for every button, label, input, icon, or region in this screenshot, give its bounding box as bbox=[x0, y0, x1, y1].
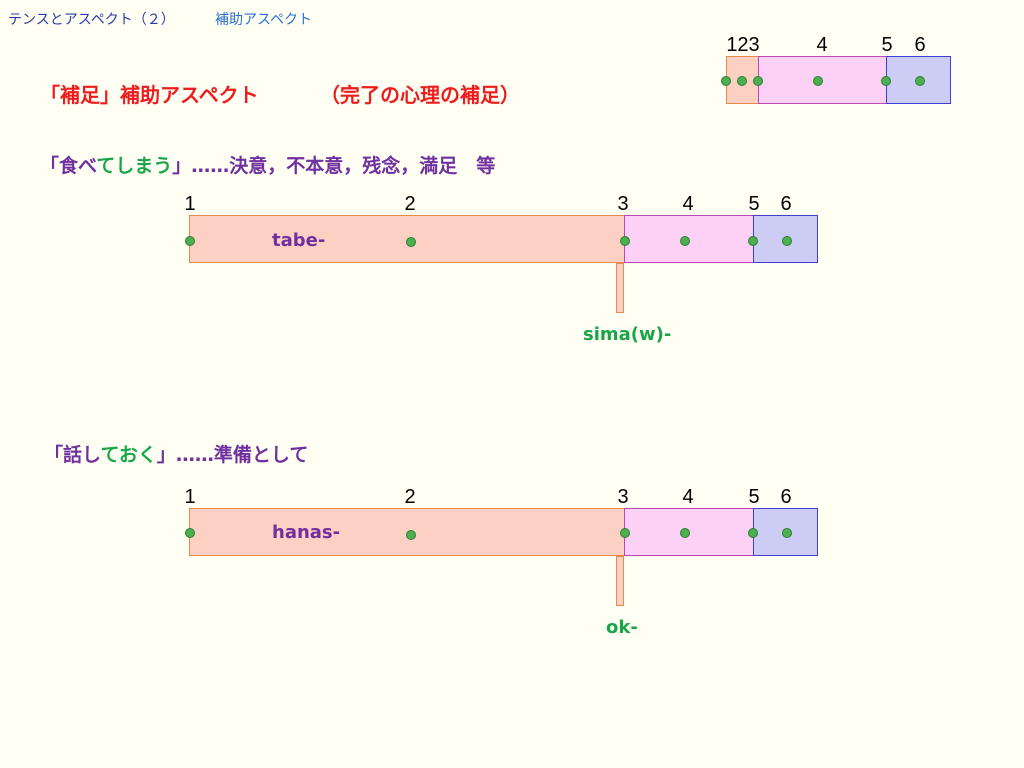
example1-meaning: 」……決意，不本意，残念，満足 等 bbox=[172, 155, 496, 177]
timeline1-point-6 bbox=[782, 236, 792, 246]
mini-point-5 bbox=[881, 76, 891, 86]
example2-verb: 話し bbox=[63, 444, 101, 466]
timeline1-number-3: 3 bbox=[617, 193, 629, 215]
timeline1-number-1: 1 bbox=[184, 193, 196, 215]
timeline1-aux-label: sima(w)- bbox=[583, 324, 672, 345]
example1-open-bracket: 「 bbox=[40, 155, 60, 177]
timeline1-point-4 bbox=[680, 236, 690, 246]
timeline2-point-4 bbox=[680, 528, 690, 538]
timeline1-point-3 bbox=[620, 236, 630, 246]
section-title: 「補足」補助アスペクト bbox=[40, 83, 259, 107]
slide-header-title: テンスとアスペクト（２） bbox=[8, 12, 175, 28]
mini-point-6 bbox=[915, 76, 925, 86]
timeline2-verb-label: hanas- bbox=[272, 522, 341, 543]
timeline2-point-1 bbox=[185, 528, 195, 538]
mini-number-6: 6 bbox=[914, 34, 926, 56]
timeline1-number-2: 2 bbox=[404, 193, 416, 215]
example1-verb: 食べ bbox=[59, 155, 97, 177]
section-note: （完了の心理の補足） bbox=[320, 83, 520, 107]
timeline1-aux-stem bbox=[616, 263, 624, 313]
example1-aux: てしまう bbox=[96, 155, 173, 177]
mini-point-3 bbox=[753, 76, 763, 86]
example2-meaning: 」……準備として bbox=[156, 444, 309, 466]
timeline2-point-5 bbox=[748, 528, 758, 538]
mini-point-1 bbox=[721, 76, 731, 86]
timeline1-number-4: 4 bbox=[682, 193, 694, 215]
example2-open-bracket: 「 bbox=[44, 444, 64, 466]
example1-heading: 「食べてしまう」……決意，不本意，残念，満足 等 bbox=[40, 151, 495, 178]
timeline1-number-5: 5 bbox=[748, 193, 760, 215]
timeline1-point-1 bbox=[185, 236, 195, 246]
timeline1-point-2 bbox=[406, 237, 416, 247]
mini-point-4 bbox=[813, 76, 823, 86]
timeline2-number-1: 1 bbox=[184, 486, 196, 508]
timeline1-point-5 bbox=[748, 236, 758, 246]
example2-aux: ておく bbox=[100, 444, 157, 466]
mini-number-4: 4 bbox=[816, 34, 828, 56]
timeline2-number-6: 6 bbox=[780, 486, 792, 508]
timeline2-point-3 bbox=[620, 528, 630, 538]
timeline2-number-3: 3 bbox=[617, 486, 629, 508]
timeline1-verb-label: tabe- bbox=[272, 230, 326, 251]
timeline2-number-4: 4 bbox=[682, 486, 694, 508]
timeline2-aux-stem bbox=[616, 556, 624, 606]
timeline2-number-5: 5 bbox=[748, 486, 760, 508]
timeline2-aux-label: ok- bbox=[606, 617, 638, 638]
mini-number-5: 5 bbox=[881, 34, 893, 56]
slide-header-subtitle: 補助アスペクト bbox=[215, 12, 313, 28]
timeline2-number-2: 2 bbox=[404, 486, 416, 508]
timeline2-point-6 bbox=[782, 528, 792, 538]
timeline2-point-2 bbox=[406, 530, 416, 540]
mini-number-123: 123 bbox=[726, 34, 760, 56]
example2-heading: 「話しておく」……準備として bbox=[44, 440, 308, 467]
mini-point-2 bbox=[737, 76, 747, 86]
timeline1-number-6: 6 bbox=[780, 193, 792, 215]
